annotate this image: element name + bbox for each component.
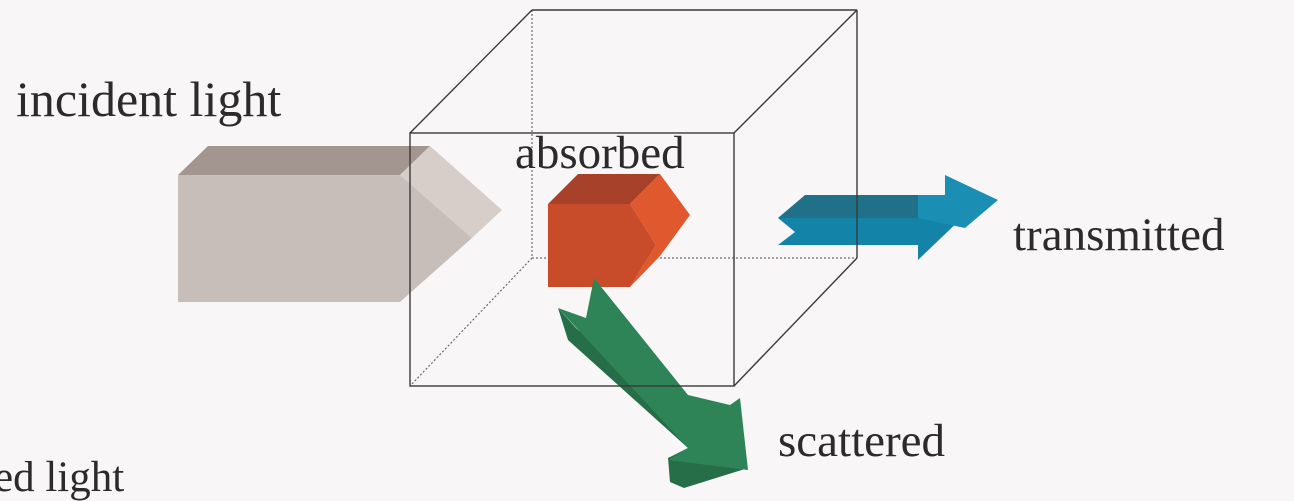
incident-arrow-tip-top xyxy=(400,146,502,238)
absorbed-label: absorbed xyxy=(515,127,685,179)
incident-arrow-top xyxy=(178,146,430,175)
incident-arrow-front xyxy=(178,175,472,302)
incident-light-arrow xyxy=(178,146,502,302)
scattered-light-arrow xyxy=(558,278,748,488)
transmitted-arrow-top xyxy=(778,195,945,218)
cutoff-light-label: ed light xyxy=(0,454,125,501)
cube-hidden-edges xyxy=(409,10,857,387)
incident-light-label: incident light xyxy=(16,71,282,127)
transmitted-arrow-front xyxy=(778,205,965,260)
transmitted-label: transmitted xyxy=(1013,209,1225,261)
scattered-arrow-front xyxy=(558,278,748,470)
scattered-label: scattered xyxy=(778,415,946,467)
absorbed-light-block xyxy=(548,174,690,287)
absorbed-block-front xyxy=(548,204,656,287)
transmitted-light-arrow xyxy=(778,175,998,260)
absorbed-block-side xyxy=(630,174,690,287)
cube-visible-edges xyxy=(409,9,858,387)
transmitted-arrow-tip xyxy=(918,175,998,228)
absorbed-block-top xyxy=(548,174,660,204)
